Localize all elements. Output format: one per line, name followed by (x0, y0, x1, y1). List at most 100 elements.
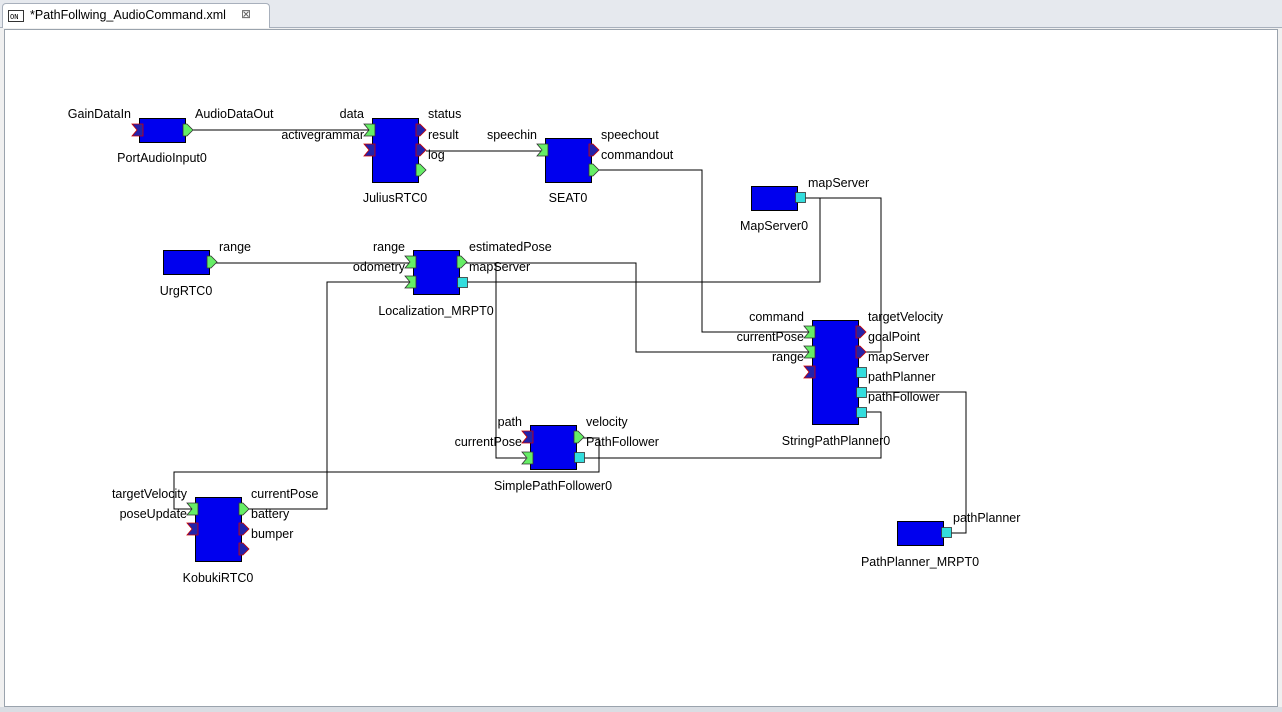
inport-targetvelocity[interactable] (186, 502, 199, 516)
label-planner-range: range (772, 350, 804, 364)
component-seat[interactable] (545, 138, 592, 183)
inport-path[interactable] (521, 430, 534, 444)
label-data: data (340, 107, 364, 121)
component-name-kobukirtc: KobukiRTC0 (183, 571, 254, 585)
label-localization-mapserver: mapServer (469, 260, 530, 274)
label-goalpoint: goalPoint (868, 330, 921, 344)
component-portaudioinput[interactable] (139, 118, 186, 143)
label-currentpose: currentPose (737, 330, 804, 344)
label-bumper: bumper (251, 527, 293, 541)
outport-status[interactable] (415, 123, 427, 137)
component-pathplanner-mrpt[interactable] (897, 521, 944, 546)
label-targetvelocity: targetVelocity (868, 310, 944, 324)
inport-speechin[interactable] (536, 143, 549, 157)
connector-seat-command-to-planner[interactable] (598, 169, 811, 333)
component-juliusrtc[interactable] (372, 118, 419, 183)
svg-text:ON: ON (10, 13, 18, 21)
label-pathplanner: pathPlanner (868, 370, 935, 384)
connector-mapserver-to-planner[interactable] (803, 197, 882, 353)
label-kobuki-targetvelocity: targetVelocity (112, 487, 188, 501)
serviceport-pathplanner-mrpt[interactable] (941, 527, 952, 538)
inport-planner-range[interactable] (803, 365, 816, 379)
component-mapserver[interactable] (751, 186, 798, 211)
label-battery: battery (251, 507, 290, 521)
inport-odometry[interactable] (404, 275, 417, 289)
label-path: path (498, 415, 522, 429)
component-bodies (139, 118, 944, 562)
inport-command[interactable] (803, 325, 816, 339)
label-odometry: odometry (353, 260, 406, 274)
outport-battery[interactable] (238, 522, 250, 536)
inport-follower-currentpose[interactable] (521, 451, 534, 465)
xml-file-icon: ON (8, 10, 24, 22)
inport-gaindatain[interactable] (131, 123, 144, 137)
component-name-simplepathfollower: SimplePathFollower0 (494, 479, 612, 493)
diagram-labels: GainDataIn AudioDataOut PortAudioInput0 … (68, 107, 1021, 585)
connector-velocity-to-kobuki[interactable] (173, 437, 600, 510)
editor-tab-bar: ON *PathFollwing_AudioCommand.xml ⊠ (0, 0, 1282, 28)
connector-pose-to-follower[interactable] (466, 262, 526, 459)
serviceport-mapserver[interactable] (795, 192, 806, 203)
connector-pose-to-planner[interactable] (466, 262, 811, 353)
label-result: result (428, 128, 459, 142)
component-urgrtc[interactable] (163, 250, 210, 275)
component-name-juliusrtc: JuliusRTC0 (363, 191, 427, 205)
component-name-stringpathplanner: StringPathPlanner0 (782, 434, 890, 448)
label-estimatedpose: estimatedPose (469, 240, 552, 254)
connector-pathplanner-service[interactable] (866, 391, 967, 534)
label-status: status (428, 107, 461, 121)
component-name-seat: SEAT0 (549, 191, 588, 205)
connector-kobuki-pose-to-localization[interactable] (246, 281, 410, 510)
label-pathplanner-mrpt: pathPlanner (953, 511, 1020, 525)
outport-result[interactable] (415, 143, 427, 157)
label-urg-range: range (219, 240, 251, 254)
label-log: log (428, 148, 445, 162)
component-name-pathplanner-mrpt: PathPlanner_MRPT0 (861, 555, 979, 569)
inport-data[interactable] (363, 123, 376, 137)
serviceport-planner-pathfollower[interactable] (856, 407, 867, 418)
diagram-canvas[interactable] (4, 29, 1278, 707)
component-name-urgrtc: UrgRTC0 (160, 284, 213, 298)
label-pathfollower: pathFollower (868, 390, 940, 404)
label-kobuki-currentpose: currentPose (251, 487, 318, 501)
label-poseupdate: poseUpdate (120, 507, 187, 521)
inport-poseupdate[interactable] (186, 522, 199, 536)
outport-velocity[interactable] (573, 430, 585, 444)
component-stringpathplanner[interactable] (812, 320, 859, 425)
label-audiodataout: AudioDataOut (195, 107, 274, 121)
outport-speechout[interactable] (588, 143, 600, 157)
outport-kobuki-currentpose[interactable] (238, 502, 250, 516)
label-speechout: speechout (601, 128, 659, 142)
label-command: command (749, 310, 804, 324)
connector-lines (173, 129, 967, 534)
component-kobukirtc[interactable] (195, 497, 242, 562)
tab-diagram-file[interactable]: ON *PathFollwing_AudioCommand.xml ⊠ (2, 3, 270, 28)
label-planner-mapserver: mapServer (868, 350, 929, 364)
close-icon[interactable]: ⊠ (240, 7, 252, 21)
label-mapserver: mapServer (808, 176, 869, 190)
outport-goalpoint[interactable] (855, 345, 867, 359)
component-simplepathfollower[interactable] (530, 425, 577, 470)
inport-range[interactable] (404, 255, 417, 269)
connector-pathfollower-service[interactable] (583, 411, 882, 459)
component-name-mapserver: MapServer0 (740, 219, 808, 233)
serviceport-planner-pathplanner[interactable] (856, 387, 867, 398)
component-localization[interactable] (413, 250, 460, 295)
outport-bumper[interactable] (238, 542, 250, 556)
outport-audiodataout[interactable] (182, 123, 194, 137)
outport-targetvelocity[interactable] (855, 325, 867, 339)
serviceport-localization-mapserver[interactable] (457, 277, 468, 288)
label-velocity: velocity (586, 415, 628, 429)
outport-range[interactable] (206, 255, 218, 269)
label-activegrammar: activegrammar (281, 128, 364, 142)
outport-commandout[interactable] (588, 163, 600, 177)
tab-title: *PathFollwing_AudioCommand.xml (30, 8, 226, 22)
serviceport-planner-mapserver[interactable] (856, 367, 867, 378)
inport-activegrammar[interactable] (363, 143, 376, 157)
label-localization-range: range (373, 240, 405, 254)
label-gaindatain: GainDataIn (68, 107, 131, 121)
outport-estimatedpose[interactable] (456, 255, 468, 269)
inport-currentpose[interactable] (803, 345, 816, 359)
serviceport-pathfollower[interactable] (574, 452, 585, 463)
outport-log[interactable] (415, 163, 427, 177)
